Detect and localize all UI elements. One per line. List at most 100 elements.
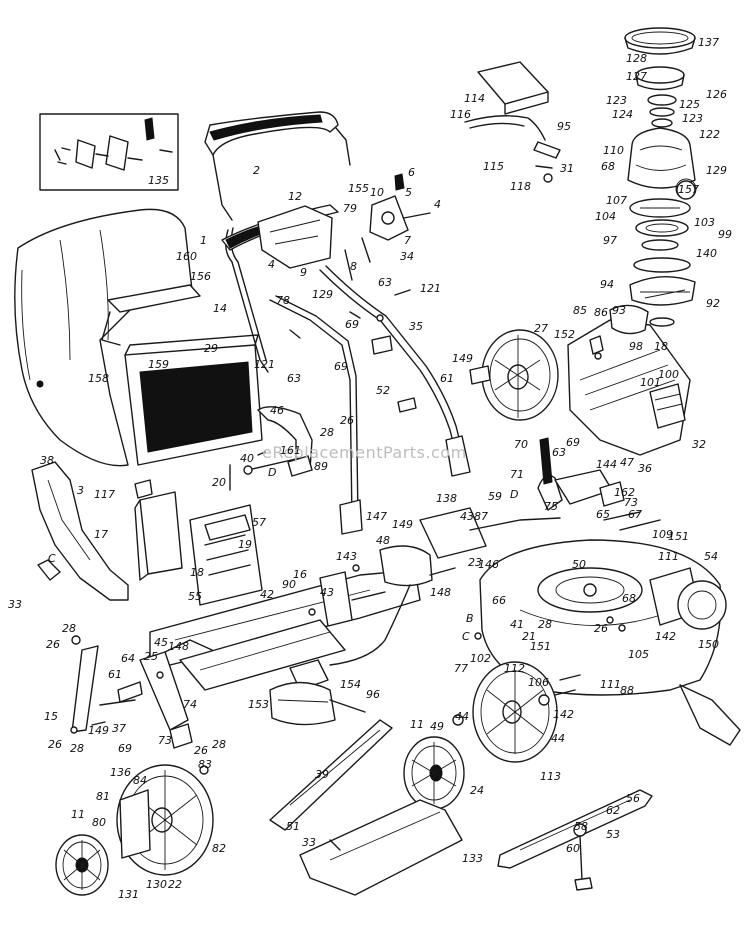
callout-label: 44 <box>455 710 469 723</box>
callout-label: 26 <box>46 638 60 651</box>
callout-label: 149 <box>88 724 109 737</box>
callout-label: 123 <box>606 94 627 107</box>
callout-label: 105 <box>628 648 649 661</box>
callout-label: 69 <box>334 360 348 373</box>
callout-label: 4 <box>268 258 275 271</box>
callout-label: 28 <box>212 738 226 751</box>
callout-label: 160 <box>176 250 197 263</box>
mower-deck <box>479 539 741 746</box>
callout-label: 71 <box>510 468 524 481</box>
rear-baffle <box>269 719 393 831</box>
rear-height-adjuster <box>189 406 313 606</box>
callout-label: 37 <box>112 722 126 735</box>
callout-label: 23 <box>468 556 482 569</box>
callout-label: 142 <box>655 630 676 643</box>
callout-label: 28 <box>538 618 552 631</box>
callout-label: 47 <box>620 456 634 469</box>
callout-label: 67 <box>628 508 642 521</box>
callout-label: 150 <box>698 638 719 651</box>
callout-label: 152 <box>554 328 575 341</box>
callout-label: C <box>462 630 470 643</box>
callout-labels: 137 128 127 126 123 125 124 123 122 110 … <box>8 36 732 901</box>
callout-label: 88 <box>620 684 634 697</box>
callout-label: D <box>510 488 518 501</box>
callout-label: 101 <box>640 376 661 389</box>
callout-label: 4 <box>434 198 441 211</box>
callout-label: 82 <box>212 842 226 855</box>
drive-assembly <box>419 437 661 559</box>
callout-label: 26 <box>594 622 608 635</box>
callout-label: 15 <box>44 710 58 723</box>
callout-label: 102 <box>470 652 491 665</box>
callout-label: 149 <box>392 518 413 531</box>
hubcap-middle <box>403 736 465 810</box>
callout-label: 122 <box>699 128 720 141</box>
callout-label: 156 <box>190 270 211 283</box>
callout-label: 107 <box>606 194 627 207</box>
callout-label: 53 <box>606 828 620 841</box>
discharge-door-assembly <box>464 61 561 183</box>
callout-label: 73 <box>624 496 638 509</box>
callout-label: 16 <box>293 568 307 581</box>
front-height-bracket <box>71 639 213 749</box>
callout-label: 18 <box>654 340 668 353</box>
callout-label: 96 <box>366 688 380 701</box>
callout-label: 158 <box>88 372 109 385</box>
callout-label: 69 <box>345 318 359 331</box>
callout-label: 118 <box>510 180 531 193</box>
callout-label: 109 <box>652 528 673 541</box>
callout-label: 3 <box>77 484 84 497</box>
callout-label: 83 <box>198 758 212 771</box>
callout-label: 162 <box>614 486 635 499</box>
callout-label: 26 <box>48 738 62 751</box>
callout-label: 39 <box>315 768 329 781</box>
callout-label: 73 <box>158 734 172 747</box>
callout-label: 142 <box>553 708 574 721</box>
callout-label: 129 <box>312 288 333 301</box>
callout-label: 129 <box>706 164 727 177</box>
callout-label: 92 <box>706 297 720 310</box>
callout-label: 60 <box>566 842 580 855</box>
callout-label: 62 <box>606 804 620 817</box>
callout-label: 155 <box>348 182 369 195</box>
callout-label: 136 <box>110 766 131 779</box>
callout-label: 54 <box>704 550 718 563</box>
callout-label: 90 <box>282 578 296 591</box>
callout-label: 135 <box>148 174 169 187</box>
callout-label: 124 <box>612 108 633 121</box>
callout-label: 159 <box>148 358 169 371</box>
inset-hardware-box <box>39 113 179 191</box>
callout-label: 123 <box>682 112 703 125</box>
callout-label: 157 <box>678 183 699 196</box>
callout-label: 43 <box>320 586 334 599</box>
callout-label: 14 <box>213 302 227 315</box>
callout-label: 103 <box>694 216 715 229</box>
callout-label: 112 <box>504 662 525 675</box>
callout-label: 111 <box>600 678 621 691</box>
callout-label: 117 <box>94 488 115 501</box>
callout-label: 140 <box>696 247 717 260</box>
callout-label: 36 <box>638 462 652 475</box>
callout-label: 11 <box>71 808 85 821</box>
callout-label: 131 <box>118 888 139 901</box>
callout-label: 27 <box>534 322 548 335</box>
callout-label: 144 <box>596 458 617 471</box>
wheel-front-middle <box>472 661 558 763</box>
callout-label: 43 <box>460 510 474 523</box>
callout-label: 20 <box>212 476 226 489</box>
callout-label: 21 <box>522 630 536 643</box>
callout-label: 63 <box>552 446 566 459</box>
callout-label: 79 <box>343 202 357 215</box>
callout-label: 153 <box>248 698 269 711</box>
callout-label: 95 <box>557 120 571 133</box>
callout-label: 26 <box>194 744 208 757</box>
callout-label: 17 <box>94 528 108 541</box>
callout-label: 8 <box>350 260 357 273</box>
callout-label: 147 <box>366 510 387 523</box>
callout-label: 63 <box>378 276 392 289</box>
callout-label: 41 <box>510 618 524 631</box>
callout-label: 24 <box>470 784 484 797</box>
hubcap-front-left <box>55 834 109 896</box>
callout-label: 55 <box>188 590 202 603</box>
